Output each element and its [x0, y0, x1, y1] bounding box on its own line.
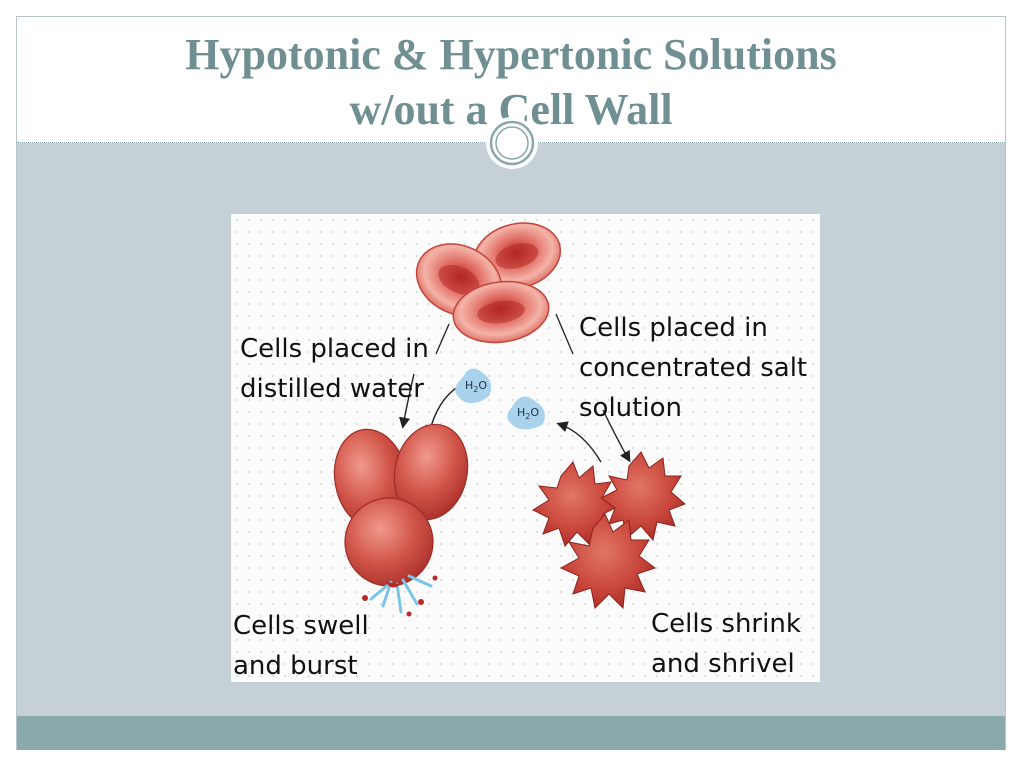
label-swell-line-1: Cells swell — [233, 611, 369, 641]
label-distilled-line-1: Cells placed in — [240, 334, 429, 364]
label-swell-burst: Cells swell and burst — [233, 606, 369, 682]
label-salt-line-3: solution — [579, 393, 682, 423]
footer-bar — [17, 716, 1005, 750]
label-distilled-line-2: distilled water — [240, 374, 424, 404]
svg-text:H2O: H2O — [465, 379, 487, 394]
svg-text:H2O: H2O — [517, 406, 539, 421]
shrunken-crenated-cells — [531, 451, 686, 610]
normal-red-blood-cells — [415, 222, 562, 344]
label-salt-line-2: concentrated salt — [579, 353, 808, 383]
label-swell-line-2: and burst — [233, 651, 358, 681]
osmosis-figure: H2O H2O Cells placed in distilled water — [231, 214, 820, 682]
divider-ornament-icon — [486, 117, 538, 169]
osmosis-illustration: H2O H2O — [333, 222, 686, 617]
water-molecule-icon: H2O — [507, 396, 545, 430]
label-salt-line-1: Cells placed in — [579, 313, 768, 343]
label-distilled-water: Cells placed in distilled water — [240, 329, 429, 409]
water-molecule-icon: H2O — [455, 368, 492, 404]
slide-title: Hypotonic & Hypertonic Solutions w/out a… — [17, 27, 1005, 137]
label-shrink-line-1: Cells shrink — [651, 609, 801, 639]
label-shrink-shrivel: Cells shrink and shrivel — [651, 604, 801, 682]
swollen-bursting-cells — [333, 423, 469, 617]
label-shrink-line-2: and shrivel — [651, 649, 795, 679]
label-salt-solution: Cells placed in concentrated salt soluti… — [579, 308, 807, 428]
title-line-1: Hypotonic & Hypertonic Solutions — [185, 30, 837, 79]
